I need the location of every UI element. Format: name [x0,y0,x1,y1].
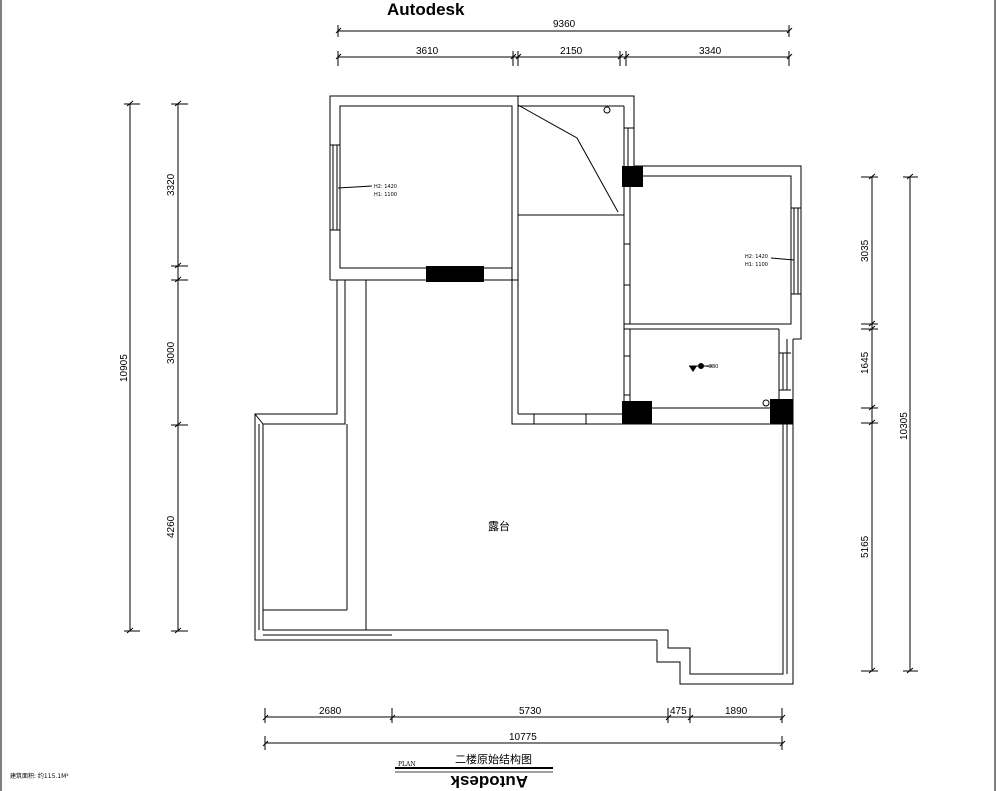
window-note-left-h1: H1: 1100 [374,192,397,198]
dim-bottom-segment-4: 1890 [725,706,748,717]
window-note-left-h2: H2: 1420 [374,184,397,190]
window-note-right-h1: H1: 1100 [745,262,768,268]
autodesk-watermark-bottom: Autodesk [450,772,528,791]
bottom-dimension-lines [262,708,786,750]
leader-line [337,185,373,189]
drawing-title: 二楼原始结构图 [455,752,532,766]
dim-bottom-segment-3: 475 [670,706,687,717]
dim-top-segment-1: 3610 [416,46,439,57]
top-dimension-lines [335,25,793,66]
dim-top-total: 9360 [553,19,576,30]
window-note-right-h2: H2: 1420 [745,254,768,260]
column-bottom-right [770,399,793,424]
dim-left-segment-2: 3000 [166,341,177,364]
drain-icon [603,106,611,114]
leader-line [770,257,795,261]
dim-top-segment-2: 2150 [560,46,583,57]
dim-top-segment-3: 3340 [699,46,722,57]
left-dimension-lines [124,100,188,634]
dim-bottom-total: 10775 [509,732,537,743]
plan-tag: PLAN [398,761,416,768]
bedroom-windows [330,127,801,396]
level-mark-text: -380 [707,364,718,370]
dim-right-segment-3: 5165 [860,535,871,558]
column-right-top [622,166,643,187]
level-marker-icon [689,363,712,372]
dim-left-segment-1: 3320 [166,173,177,196]
column-beam-bottom [426,266,484,282]
dim-left-total: 10905 [119,354,130,382]
area-note: 建筑面积: 约115.1M² [10,772,69,780]
dim-left-segment-3: 4260 [166,515,177,538]
dim-bottom-segment-1: 2680 [319,706,342,717]
dim-bottom-segment-2: 5730 [519,706,542,717]
dim-right-segment-2: 1645 [860,351,871,374]
room-label-terrace: 露台 [488,519,510,533]
dim-right-segment-1: 3035 [860,239,871,262]
dim-right-total: 10305 [899,412,910,440]
autodesk-watermark-top: Autodesk [387,0,465,19]
column-bottom-middle [622,401,652,424]
drain-icon [762,399,770,407]
right-dimension-lines [861,173,918,674]
